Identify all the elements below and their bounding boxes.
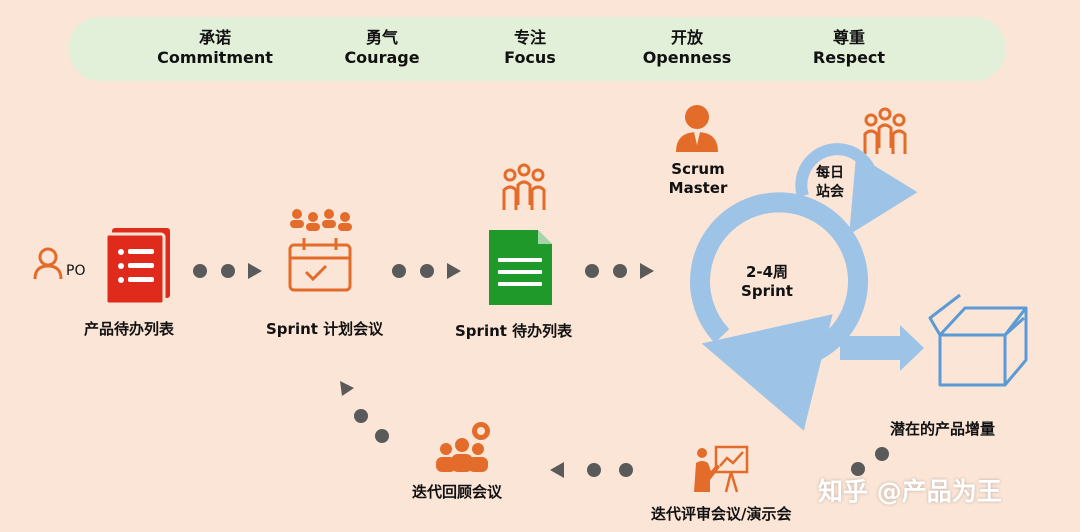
gear-icon [472, 422, 490, 440]
flow-dots-3 [585, 263, 654, 279]
value-openness: 开放 Openness [642, 28, 732, 67]
sprint-planning-label: Sprint 计划会议 [266, 320, 384, 338]
retrospective-team-icon [436, 438, 488, 472]
presenter-board-icon [694, 445, 749, 493]
increment-arrow [840, 325, 924, 371]
scrum-master-icon [676, 105, 718, 152]
daily-team-icon [863, 107, 907, 154]
planning-team-icon [290, 209, 352, 231]
scrum-master-label: Scrum Master [668, 160, 728, 197]
daily-standup-loop [795, 143, 918, 235]
flow-dots-1 [193, 263, 262, 279]
watermark: 知乎 @产品为王 [818, 477, 1002, 506]
po-label: PO [66, 263, 86, 279]
calendar-icon [288, 238, 352, 292]
product-backlog-label: 产品待办列表 [84, 320, 175, 338]
po-person-icon [33, 247, 63, 280]
value-focus: 专注 Focus [504, 28, 556, 67]
daily-standup-label: 每日 站会 [816, 165, 844, 200]
value-commitment: 承诺 Commitment [157, 28, 273, 67]
value-respect: 尊重 Respect [812, 28, 886, 67]
product-backlog-doc-icon [104, 228, 170, 306]
sprint-cycle-label: 2-4周 Sprint [741, 263, 793, 300]
core-values-bar: 承诺 Commitment 勇气 Courage 专注 Focus 开放 Ope… [68, 17, 1006, 81]
sprint-team-icon [502, 163, 546, 210]
sprint-cycle-loop [690, 192, 868, 431]
sprint-review-label: 迭代评审会议/演示会 [651, 505, 792, 523]
retrospective-label: 迭代回顾会议 [412, 483, 503, 501]
flow-dots-4 [851, 447, 889, 476]
flow-dots-5 [550, 462, 633, 478]
sprint-backlog-doc-icon [489, 230, 552, 305]
sprint-backlog-label: Sprint 待办列表 [455, 322, 573, 340]
product-increment-box-icon [928, 293, 1028, 387]
flow-dots-2 [392, 263, 461, 279]
flow-dots-6 [340, 381, 389, 443]
value-courage: 勇气 Courage [344, 28, 420, 67]
potential-increment-label: 潜在的产品增量 [890, 420, 996, 438]
